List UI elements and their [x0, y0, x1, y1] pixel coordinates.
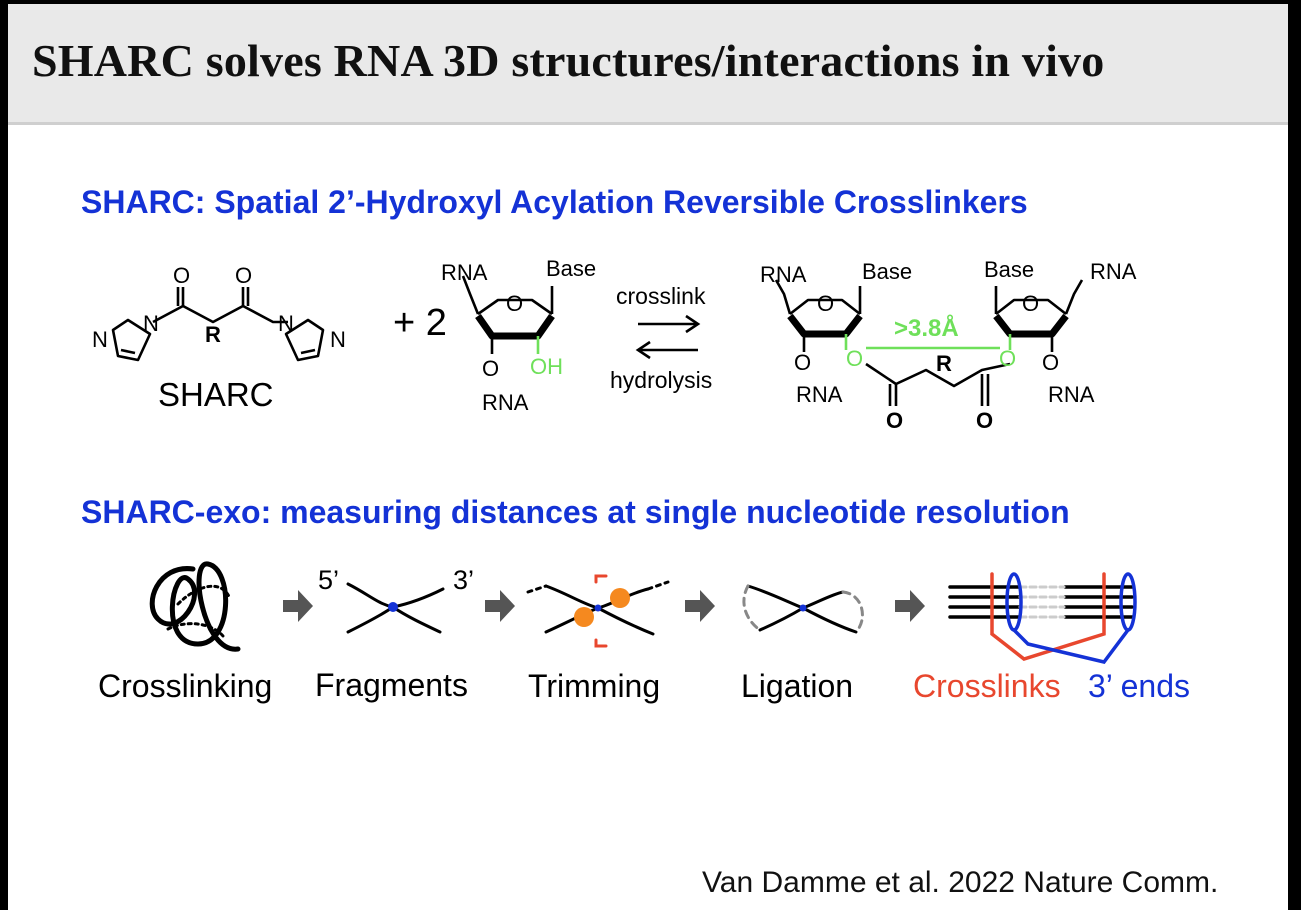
- sharc-atom-n-right-ring: N: [330, 327, 346, 352]
- product-rna-top-left: RNA: [760, 262, 807, 287]
- sharc-atom-n-left-ring: N: [92, 327, 108, 352]
- step-label-trimming: Trimming: [528, 668, 660, 704]
- ribose-ring-o: O: [506, 291, 523, 316]
- slide-title: SHARC solves RNA 3D structures/interacti…: [32, 35, 1105, 86]
- pipeline-arrow-2: [485, 590, 515, 622]
- ribose-base: Base: [546, 256, 596, 281]
- five-prime-end: 5’: [318, 565, 339, 595]
- ligation-icon: [742, 584, 864, 634]
- figure-canvas: O O N N N N R SHARC + 2 RNA Base O O RNA…: [92, 256, 1190, 704]
- product-carbonyl-o-left: O: [886, 408, 903, 433]
- result-label-crosslinks: Crosslinks: [913, 668, 1061, 704]
- ribose-oh: OH: [530, 354, 563, 379]
- sharc-linker: [152, 304, 288, 324]
- distance-label: >3.8Å: [894, 314, 959, 342]
- crosslinks-3ends-icon: [948, 572, 1137, 664]
- product-base-right: Base: [984, 257, 1034, 282]
- product-o2-left: O: [846, 346, 863, 371]
- sharc-atom-o-left: O: [173, 263, 190, 288]
- product-carbonyl-o-right: O: [976, 408, 993, 433]
- hydrolysis-label: hydrolysis: [610, 367, 712, 393]
- pipeline-arrow-4: [895, 590, 925, 622]
- title-bar: SHARC solves RNA 3D structures/interacti…: [8, 4, 1288, 125]
- pipeline-arrow-1: [283, 590, 313, 622]
- result-label-3ends: 3’ ends: [1088, 668, 1190, 704]
- sharc-heading: SHARC: Spatial 2’-Hydroxyl Acylation Rev…: [81, 184, 1028, 220]
- crosslinking-rna-icon: [149, 561, 241, 652]
- citation: Van Damme et al. 2022 Nature Comm.: [702, 866, 1219, 899]
- reaction-arrows: [635, 314, 701, 360]
- ribose-o3: O: [482, 356, 499, 381]
- sharc-atom-r: R: [205, 322, 221, 347]
- step-label-crosslinking: Crosslinking: [98, 668, 272, 704]
- sharc-atom-o-right: O: [235, 263, 252, 288]
- product-o2-right: O: [999, 346, 1016, 371]
- product-rna-bottom-left: RNA: [796, 382, 843, 407]
- sharc-reagent-structure: [111, 287, 325, 362]
- ribose-rna-bottom: RNA: [482, 390, 529, 415]
- slide: SHARC solves RNA 3D structures/interacti…: [8, 4, 1288, 910]
- pipeline-arrows: [283, 590, 925, 622]
- product-o3-left: O: [794, 350, 811, 375]
- ribose-rna-top: RNA: [441, 260, 488, 285]
- product-rna-bottom-right: RNA: [1048, 382, 1095, 407]
- imidazole-left: [111, 318, 152, 362]
- sharc-atom-n-left: N: [143, 311, 159, 336]
- plus-two: + 2: [393, 302, 447, 344]
- imidazole-right: [284, 318, 325, 362]
- trimming-icon: [526, 574, 670, 648]
- pipeline-arrow-3: [685, 590, 715, 622]
- product-structure: [774, 279, 1084, 406]
- fragments-icon: [346, 582, 445, 634]
- sharc-label: SHARC: [158, 376, 274, 413]
- product-ring-o-left: O: [817, 291, 834, 316]
- product-base-left: Base: [862, 259, 912, 284]
- product-rna-top-right: RNA: [1090, 259, 1137, 284]
- sharc-exo-heading: SHARC-exo: measuring distances at single…: [81, 494, 1070, 530]
- sharc-atom-n-right: N: [278, 311, 294, 336]
- three-prime-end: 3’: [453, 565, 474, 595]
- product-ring-o-right: O: [1022, 291, 1039, 316]
- crosslink-label: crosslink: [616, 283, 706, 309]
- step-label-ligation: Ligation: [741, 668, 853, 704]
- step-label-fragments: Fragments: [315, 667, 468, 703]
- product-o3-right: O: [1042, 350, 1059, 375]
- ribose-structure: [461, 275, 555, 354]
- product-r: R: [936, 351, 952, 376]
